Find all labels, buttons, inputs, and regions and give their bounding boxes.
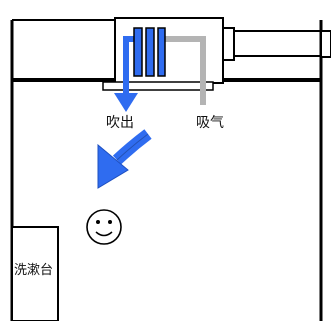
ventilation-unit: [114, 17, 224, 84]
blow-out-label: 吹出: [106, 115, 134, 131]
vent-grille: [102, 81, 214, 91]
smiley-face-icon: [86, 209, 122, 245]
intake-label: 吸气: [196, 115, 224, 131]
down-arrow-icon: [114, 93, 138, 112]
fan-blade-1: [133, 27, 143, 77]
curved-arrow-icon: [97, 129, 152, 189]
washstand: [11, 226, 59, 321]
washstand-label: 洗漱台: [14, 263, 53, 278]
fan-blade-2: [145, 27, 155, 77]
fan-blade-3: [157, 27, 166, 77]
duct-pipe: [221, 27, 331, 61]
intake-duct: [165, 36, 206, 105]
